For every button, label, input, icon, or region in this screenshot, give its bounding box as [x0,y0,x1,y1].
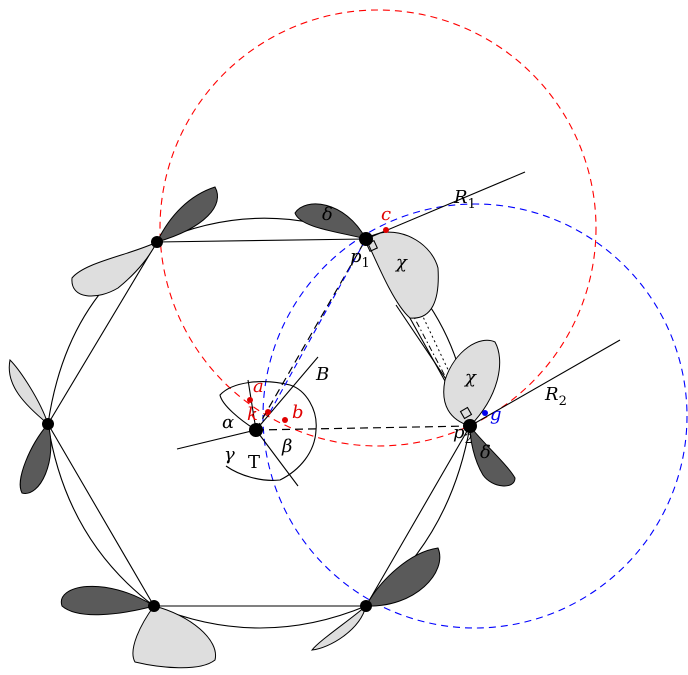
right-angle-p2 [459,406,473,420]
ray-r1 [365,171,526,240]
petal-dark-left [19,422,52,494]
point-g [482,410,488,416]
vertex-left [42,418,54,430]
petal-light-bottom [132,605,216,669]
dashed-k-to-p1 [269,238,367,413]
center-region [176,356,319,487]
label-b-small: b [292,402,304,423]
petal-dark-bottom-left [60,585,156,616]
vertex-p1 [359,232,373,246]
label-alpha: α [222,412,234,433]
ray-r2 [469,339,621,427]
petal-light-bottom-right [310,604,367,651]
vertex-t [249,423,263,437]
point-b [282,417,288,423]
vertex-top-left [151,236,163,248]
vertex-bottom-right [360,600,372,612]
petal-light-left [8,358,50,426]
label-gamma: γ [224,444,235,465]
petal-light-top-left [71,240,159,297]
vertex-p2 [463,419,477,433]
label-p2: p2 [453,422,473,447]
label-delta-top: δ [322,204,333,225]
point-a [247,397,253,403]
label-chi-right: χ [463,367,477,388]
point-c [383,227,389,233]
label-r1: R1 [453,187,476,212]
petal-dark-top-left [156,186,218,243]
blue-dashed-circle [262,203,688,629]
vertices [42,232,477,612]
petal-light-top-right [365,231,439,319]
vertex-bottom-left [148,600,160,612]
petal-dark-bottom-right [365,547,441,607]
dark-petals [19,186,516,616]
red-dashed-circle [159,9,597,447]
label-delta-right: δ [480,442,491,463]
light-petals [8,231,501,669]
label-chi-top: χ [394,252,408,273]
dashed-t-to-p2 [255,425,471,431]
label-p1: p1 [350,246,370,271]
label-g: g [490,404,502,425]
p1-p2-dashdot [384,261,456,396]
petal-dark-right [469,424,516,487]
label-beta: β [281,436,292,457]
label-a: a [253,376,264,397]
label-c: c [381,204,391,225]
dashed-t-to-p1 [255,238,367,431]
label-r2: R2 [544,384,567,409]
point-k [265,409,271,415]
label-k: k [247,404,258,425]
petal-dark-top [294,203,367,240]
label-t: T [248,452,260,473]
petal-light-right [443,339,501,427]
label-b: B [315,364,329,385]
